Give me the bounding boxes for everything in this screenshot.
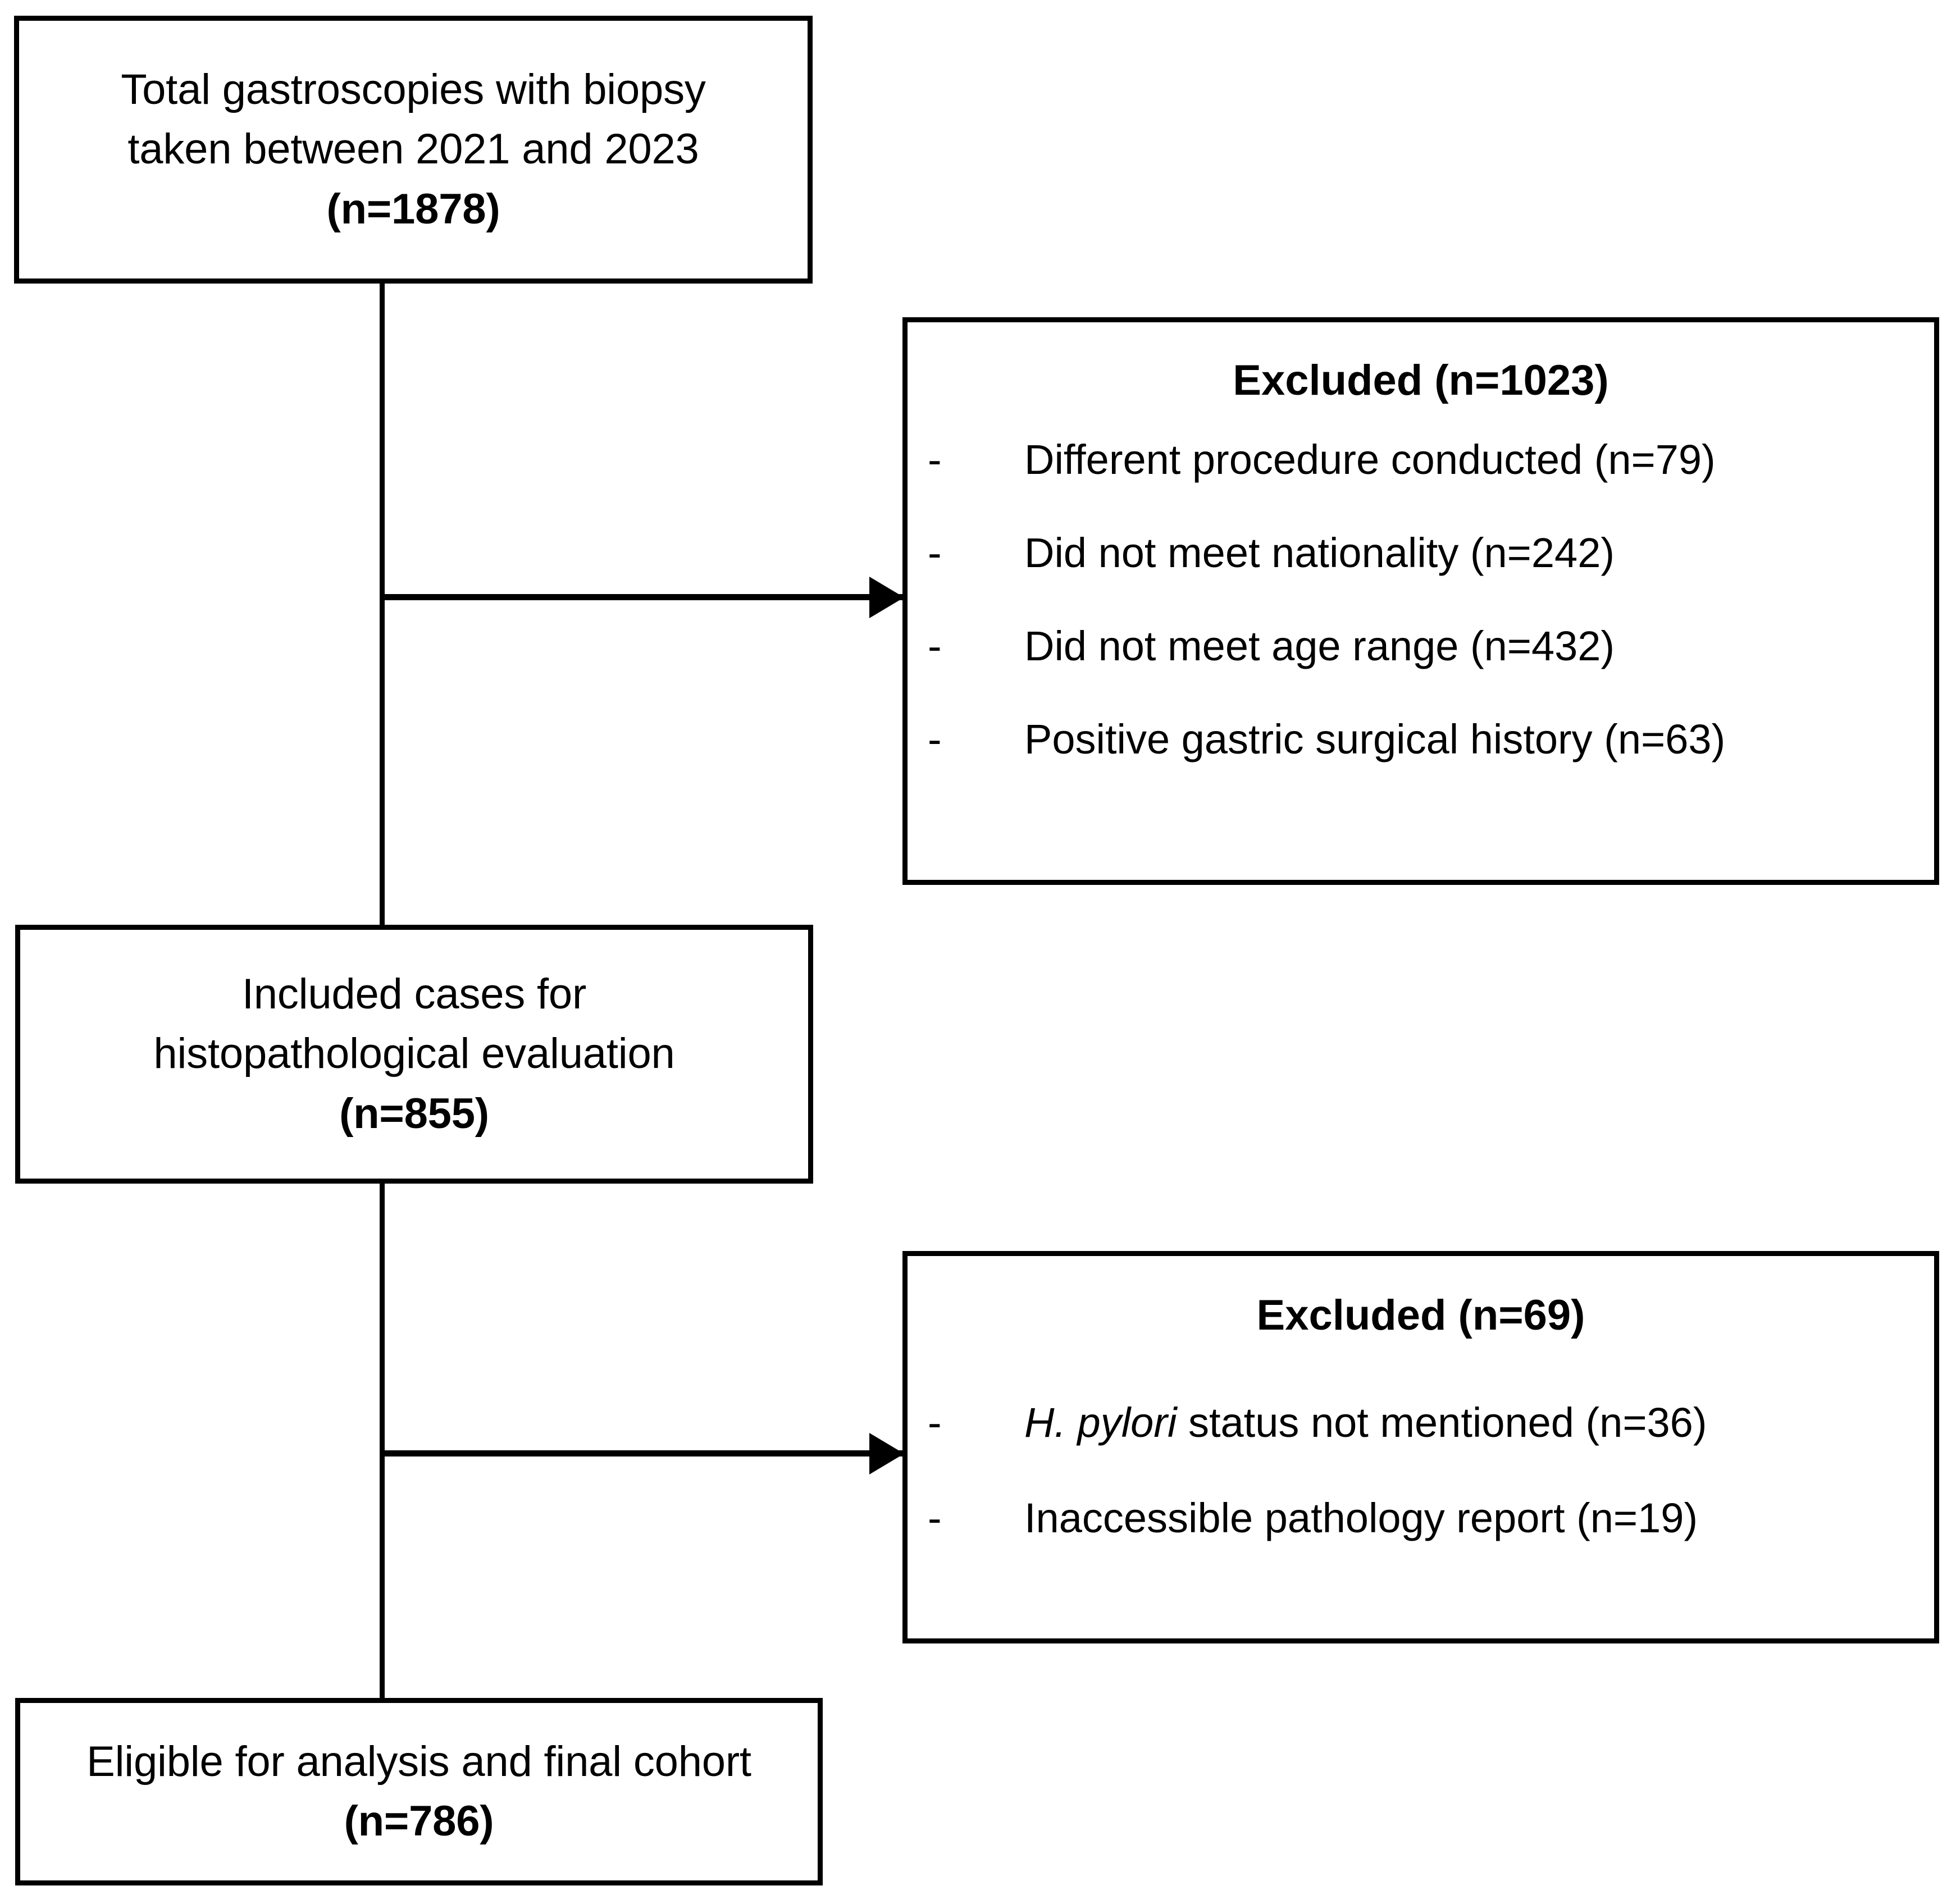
node-included-cases-line-1: Included cases for	[241, 970, 587, 1018]
bullet-dash-icon: -	[928, 623, 942, 669]
node-eligible-final-cohort: Eligible for analysis and final cohort (…	[15, 1698, 823, 1885]
list-item: - Did not meet age range (n=432)	[908, 625, 1934, 667]
list-item-label: H. pylori status not mentioned (n=36)	[1024, 1402, 1707, 1444]
bullet-dash-icon: -	[928, 529, 942, 576]
node-excluded-1-title: Excluded (n=1023)	[1233, 357, 1609, 404]
node-total-gastroscopies-line-2: taken between 2021 and 2023	[127, 125, 699, 173]
bullet-dash-icon: -	[928, 436, 942, 483]
list-item-label: Did not meet nationality (n=242)	[1024, 529, 1615, 576]
connector-trunk-top	[380, 284, 385, 925]
node-included-cases: Included cases for histopathological eva…	[15, 925, 813, 1184]
node-eligible-final-cohort-count: (n=786)	[344, 1797, 494, 1845]
node-excluded-1-list: - Different procedure conducted (n=79) -…	[908, 439, 1934, 812]
arrowhead-icon-excluded-1	[869, 577, 904, 618]
node-total-gastroscopies: Total gastroscopies with biopsy taken be…	[14, 16, 813, 284]
bullet-dash-icon: -	[928, 1495, 942, 1541]
arrowhead-icon-excluded-2	[869, 1433, 904, 1474]
list-item: - Positive gastric surgical history (n=6…	[908, 719, 1934, 760]
list-item-label: Did not meet age range (n=432)	[1024, 623, 1615, 669]
list-item-label: Different procedure conducted (n=79)	[1024, 436, 1716, 483]
node-included-cases-count: (n=855)	[339, 1089, 489, 1138]
list-item: - Did not meet nationality (n=242)	[908, 532, 1934, 574]
list-item-label: Inaccessible pathology report (n=19)	[1024, 1495, 1698, 1541]
list-item-label: Positive gastric surgical history (n=63)	[1024, 716, 1726, 762]
list-item-label-rest: status not mentioned (n=36)	[1177, 1399, 1707, 1446]
node-included-cases-line-2: histopathological evaluation	[153, 1030, 675, 1078]
list-item-species-name: H. pylori	[1024, 1399, 1177, 1446]
list-item: - H. pylori status not mentioned (n=36)	[908, 1402, 1934, 1444]
bullet-dash-icon: -	[928, 1399, 942, 1446]
connector-branch-excluded-2	[380, 1450, 908, 1456]
list-item: - Different procedure conducted (n=79)	[908, 439, 1934, 481]
connector-trunk-bottom	[380, 1184, 385, 1698]
bullet-dash-icon: -	[928, 716, 942, 762]
node-total-gastroscopies-line-1: Total gastroscopies with biopsy	[121, 65, 706, 113]
node-excluded-2: Excluded (n=69) - H. pylori status not m…	[902, 1251, 1939, 1643]
list-item: - Inaccessible pathology report (n=19)	[908, 1497, 1934, 1539]
node-excluded-2-list: - H. pylori status not mentioned (n=36) …	[908, 1402, 1934, 1593]
node-excluded-2-title: Excluded (n=69)	[1256, 1291, 1585, 1339]
node-excluded-1: Excluded (n=1023) - Different procedure …	[902, 317, 1939, 885]
connector-branch-excluded-1	[380, 594, 908, 600]
node-eligible-final-cohort-line-1: Eligible for analysis and final cohort	[86, 1737, 751, 1786]
node-total-gastroscopies-count: (n=1878)	[326, 185, 500, 233]
